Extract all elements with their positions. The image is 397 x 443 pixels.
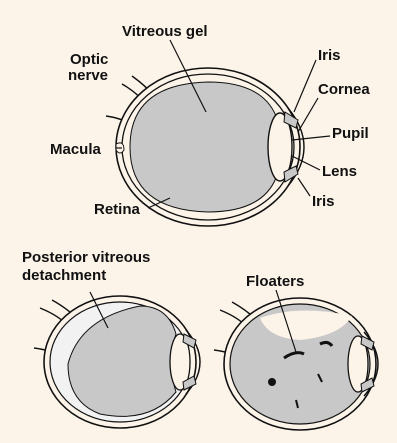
pvd-label-line2: detachment: [22, 267, 106, 284]
healthy-eye: [106, 40, 330, 226]
lens-label: Lens: [322, 163, 357, 180]
floaters-eye: [214, 290, 378, 430]
iris-top-label: Iris: [318, 47, 341, 64]
floaters-label: Floaters: [246, 273, 304, 290]
iris-top-pointer: [294, 60, 316, 112]
cornea-label: Cornea: [318, 81, 370, 98]
floater-speck-3: [268, 378, 276, 386]
pvd-label-line1: Posterior vitreous: [22, 249, 150, 266]
optic-nerve-label-line1: Optic: [70, 51, 108, 68]
vitreous-gel: [130, 82, 276, 212]
pvd-eye: [34, 292, 200, 428]
retina-label: Retina: [94, 201, 141, 218]
macula-label: Macula: [50, 141, 102, 158]
pupil-label: Pupil: [332, 125, 369, 142]
iris-bottom-pointer: [298, 178, 310, 196]
iris-bottom-label: Iris: [312, 193, 335, 210]
vitreous-gel-label: Vitreous gel: [122, 23, 208, 40]
optic-nerve-label-line2: nerve: [68, 67, 108, 84]
cornea-pointer: [298, 98, 318, 132]
